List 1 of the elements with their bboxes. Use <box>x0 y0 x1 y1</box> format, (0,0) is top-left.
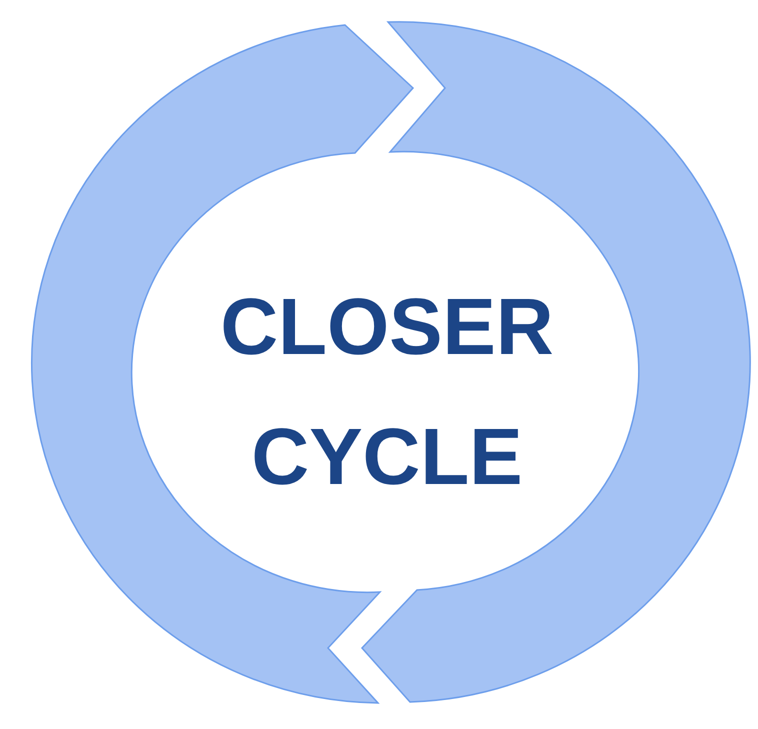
center-title: CLOSER CYCLE <box>219 281 555 503</box>
